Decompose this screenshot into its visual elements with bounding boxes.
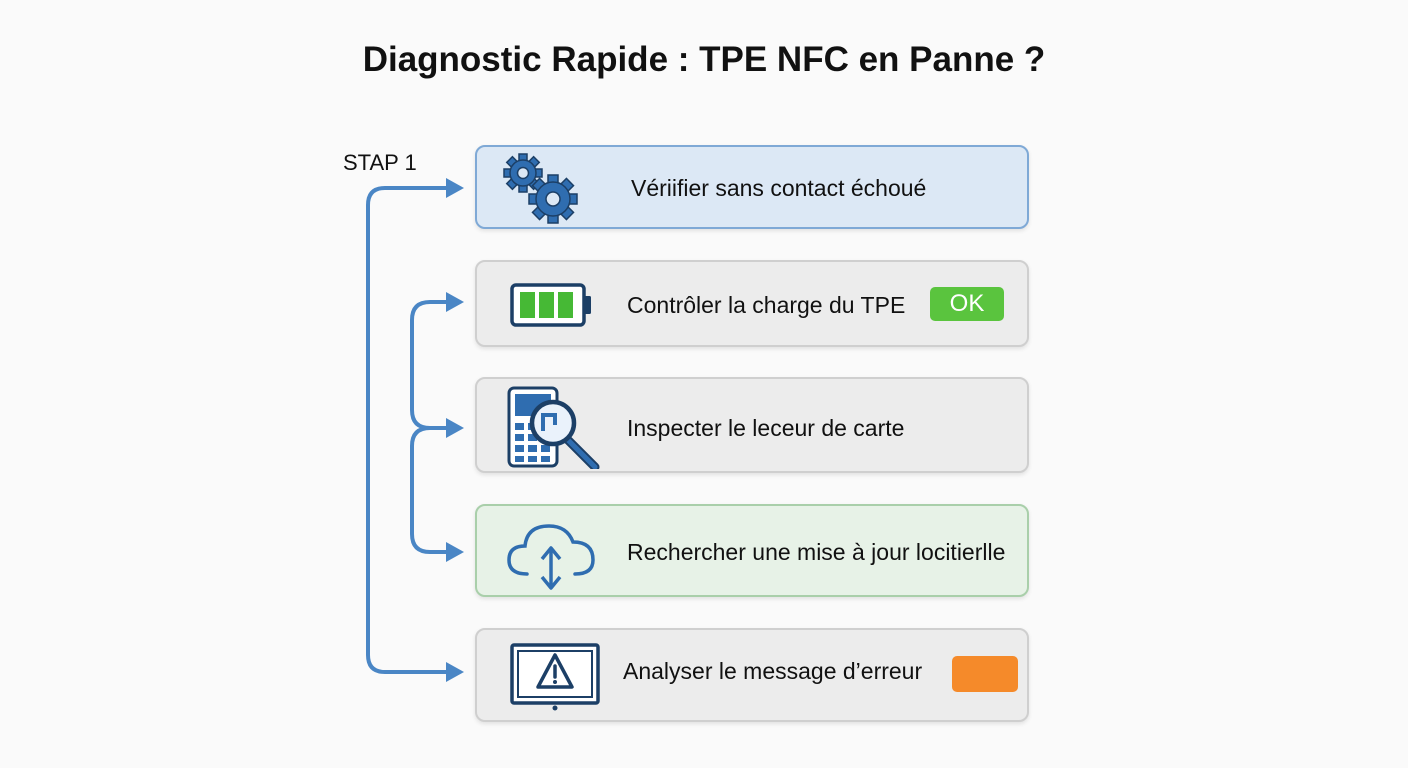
step-card-verify-contactless[interactable]: Vériifier sans contact échoué [475, 145, 1029, 229]
gears-icon [503, 153, 578, 224]
warning-monitor-icon [510, 643, 600, 711]
card-reader-magnifier-icon [507, 386, 600, 469]
step-label-text: Vériifier sans contact échoué [631, 175, 927, 201]
step-label: STAP 1 [343, 150, 417, 175]
step-label-text: Inspecter le leceur de carte [627, 415, 905, 441]
step-label-text: Rechercher une mise à jour locitierlle [627, 539, 1006, 565]
step-card-check-battery[interactable]: Contrôler la charge du TPE OK [475, 260, 1029, 347]
page-title: Diagnostic Rapide : TPE NFC en Panne ? [362, 40, 1046, 79]
step-card-analyze-error[interactable]: Analyser le message d’erreur [475, 628, 1029, 722]
warning-badge [952, 656, 1018, 692]
step-label-text: Contrôler la charge du TPE [627, 292, 906, 318]
step-card-inspect-reader[interactable]: Inspecter le leceur de carte [475, 377, 1029, 473]
battery-icon [510, 283, 591, 327]
step-card-software-update[interactable]: Rechercher une mise à jour locitierlle [475, 504, 1029, 597]
status-badge-ok: OK [930, 287, 1004, 321]
cloud-sync-icon [507, 524, 595, 590]
step-label-text: Analyser le message d’erreur [623, 658, 923, 684]
